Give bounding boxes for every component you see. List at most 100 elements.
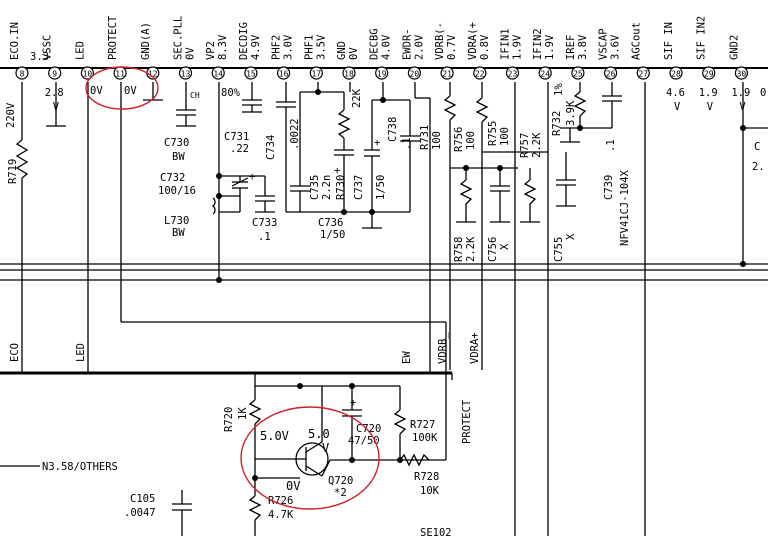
net-protect: PROTECT	[461, 399, 473, 444]
pin-17-name: PHF1	[303, 35, 315, 60]
highlight-circle-q720	[240, 406, 380, 510]
pin-30-circle	[734, 66, 749, 80]
r732-value: 3.9K	[565, 100, 577, 126]
r732-tolerance: 1%	[553, 83, 565, 96]
pin-28-number: 28	[671, 70, 681, 79]
pin-29-circle	[702, 66, 716, 80]
c739-value: .1	[605, 139, 617, 152]
pin-21-number: 21	[442, 70, 452, 79]
c733-value: .1	[258, 231, 271, 243]
pin-28-voltage-unit: V	[674, 101, 681, 113]
c737-value: 1/50	[375, 175, 387, 200]
pin-16-number: 16	[279, 70, 289, 79]
pin-22-circle	[473, 66, 487, 80]
pin-17-voltage: 3.5V	[315, 34, 327, 60]
svg-text:+: +	[350, 397, 356, 409]
c736-value: 1/50	[320, 229, 345, 241]
r730-label: R730	[335, 175, 347, 200]
pin-23-voltage: 1.9V	[512, 34, 524, 60]
r732-label: R732	[551, 111, 563, 136]
pin-18-number: 18	[344, 70, 354, 79]
r755-value: 100	[499, 127, 511, 146]
pin-29-voltage-unit: V	[707, 101, 714, 113]
extra-pin-voltage: 0	[760, 87, 766, 99]
pin-18-voltage: 0V	[348, 47, 360, 60]
ch-label: CH	[190, 91, 200, 100]
pin-9-name: VSSC	[42, 35, 54, 60]
pin-13-number: 13	[181, 70, 191, 79]
pin-23-name: IFIN1	[500, 28, 512, 60]
transistor-voltages: 5.0V 5.0 V 0V	[260, 427, 330, 493]
r730-value: 22K	[351, 88, 363, 108]
pin-22-name: VDRA(+	[467, 22, 479, 60]
pin-21-voltage: 0.7V	[446, 34, 458, 60]
pin-16-circle	[277, 66, 291, 80]
c730-value: BW	[172, 151, 185, 163]
v80-label: 80%	[221, 87, 241, 99]
c756-label: C756	[487, 237, 499, 262]
pin-24-name: IFIN2	[532, 28, 544, 60]
pin-21-name: VDRB(-	[434, 22, 446, 60]
c-right-value: 2.	[752, 161, 765, 173]
pin-29-voltage: 1.9	[699, 87, 718, 99]
pin-13-voltage: 0V	[185, 47, 197, 60]
pin-14-number: 14	[213, 70, 223, 79]
pin-9-circle	[48, 66, 62, 80]
c755-value: X	[565, 233, 577, 240]
pin-8-name: ECO.IN	[9, 22, 21, 60]
c736-label: C736	[318, 217, 343, 229]
net-labels: ECO LED EW VDRB_ VDRA+ PROTECT	[9, 332, 481, 444]
se102-label: SE102	[420, 527, 452, 536]
pin-15-voltage: 4.9V	[250, 34, 262, 60]
c731-value: .22	[230, 143, 249, 155]
pin-26-voltage: 3.6V	[610, 34, 622, 60]
c720-value: 47/50	[348, 435, 380, 447]
c737-label: C737	[353, 175, 365, 200]
pin-11-name: PROTECT	[107, 15, 119, 60]
r720-label: R720	[223, 407, 235, 432]
svg-text:+: +	[249, 171, 255, 183]
pin-14-name: VP2	[205, 41, 217, 60]
r726-label: R726	[268, 495, 293, 507]
n358-label: N3.58/OTHERS	[42, 461, 118, 473]
c755-label: C755	[553, 237, 565, 262]
pin-11-number: 11	[115, 70, 125, 79]
highlight-annotations	[85, 66, 380, 510]
pin-22-voltage: 0.8V	[479, 34, 491, 60]
c739-label: C739	[603, 175, 615, 200]
pin-20-voltage: 2.0V	[413, 34, 425, 60]
net-led: LED	[75, 343, 87, 362]
c739-part: NFV41CJ-104X	[619, 169, 631, 246]
pin-26-circle	[603, 66, 618, 80]
pin-25-number: 25	[573, 70, 583, 79]
pin-8-circle	[15, 66, 29, 80]
pin-15-name: DECDIG	[238, 22, 250, 60]
pin-8-number: 8	[20, 70, 25, 79]
r758-label: R758	[453, 237, 465, 262]
pin-24-voltage: 1.9V	[544, 34, 556, 60]
pin-9-voltage: 2.8	[45, 87, 64, 99]
pin-18-circle	[342, 66, 356, 80]
pin-21-circle	[440, 66, 454, 80]
pin-10-voltage: 0V	[90, 85, 103, 97]
r727-value: 100K	[412, 432, 438, 444]
pin-30-number: 30	[737, 70, 747, 79]
pin-19-voltage: 4.0V	[381, 34, 393, 60]
wiring	[0, 82, 768, 536]
c735-value: 2.2n	[321, 175, 333, 200]
c733-label: C733	[252, 217, 277, 229]
pin-29-number: 29	[704, 70, 714, 79]
pin-10-circle	[80, 66, 95, 80]
pin-25-name: IREF	[565, 35, 577, 60]
pin-13-circle	[178, 66, 193, 80]
pin-19-number: 19	[377, 70, 387, 79]
r757-value: 2.2K	[531, 132, 543, 158]
pin-27-name: AGCout	[630, 22, 642, 60]
pin-27-circle	[636, 66, 650, 80]
pin-11-voltage: 0V	[124, 85, 137, 97]
pin-23-circle	[505, 66, 520, 80]
c720-label: C720	[356, 423, 381, 435]
pin-22-number: 22	[475, 70, 485, 79]
c730-label: C730	[164, 137, 189, 149]
